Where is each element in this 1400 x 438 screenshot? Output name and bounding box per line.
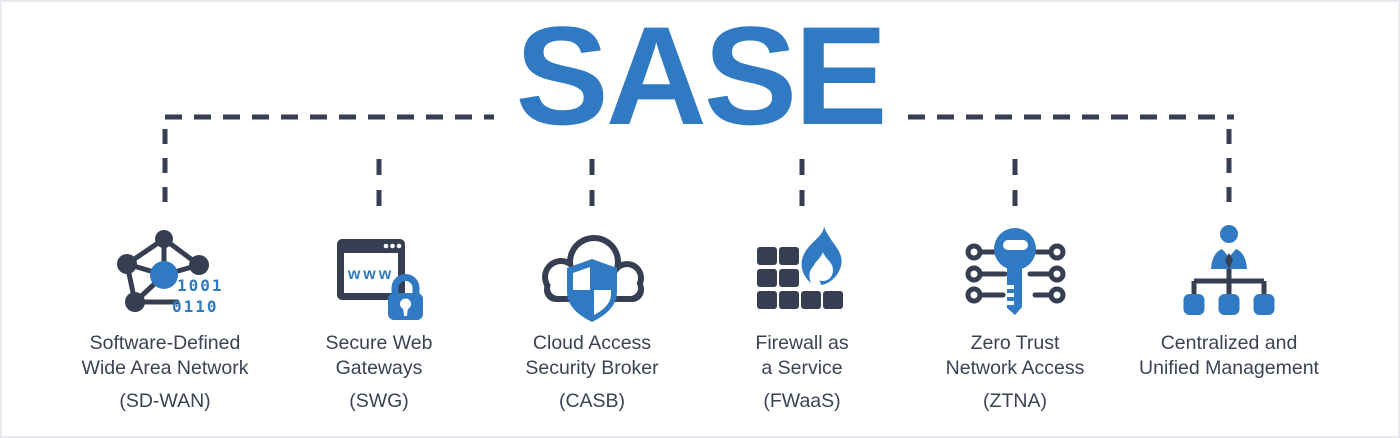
item-acronym: (CASB) <box>558 390 626 412</box>
item-label: Firewall as a Service <box>755 332 849 379</box>
binary-text-top: 1001 <box>177 276 224 295</box>
page-title: SASE <box>515 0 887 154</box>
item-ztna: Zero Trust Network Access (ZTNA) <box>908 222 1122 413</box>
item-acronym: (FWaaS) <box>763 390 841 412</box>
item-fwaas: Firewall as a Service (FWaaS) <box>695 222 909 413</box>
org-chart-icon <box>1159 222 1299 322</box>
secure-browser-lock-icon: www <box>309 222 449 322</box>
key-network-icon <box>945 222 1085 322</box>
item-label: Centralized and Unified Management <box>1139 332 1319 379</box>
item-management: Centralized and Unified Management <box>1122 222 1336 389</box>
item-acronym: (SWG) <box>349 390 409 412</box>
firewall-flame-icon <box>732 222 872 322</box>
network-mesh-icon: 1001 0110 <box>95 222 235 322</box>
item-label: Software-Defined Wide Area Network <box>81 332 249 379</box>
www-text: www <box>347 266 394 283</box>
binary-text-bottom: 0110 <box>172 297 219 316</box>
item-casb: Cloud Access Security Broker (CASB) <box>485 222 699 413</box>
item-label: Secure Web Gateways <box>325 332 433 379</box>
cloud-shield-icon <box>522 222 662 322</box>
item-swg: www Secure Web Gateways (SWG) <box>272 222 486 413</box>
item-label: Cloud Access Security Broker <box>525 332 659 379</box>
item-acronym: (SD-WAN) <box>119 390 211 412</box>
item-label: Zero Trust Network Access <box>945 332 1085 379</box>
item-sd-wan: 1001 0110 Software-Defined Wide Area Net… <box>58 222 272 413</box>
item-acronym: (ZTNA) <box>983 390 1047 412</box>
